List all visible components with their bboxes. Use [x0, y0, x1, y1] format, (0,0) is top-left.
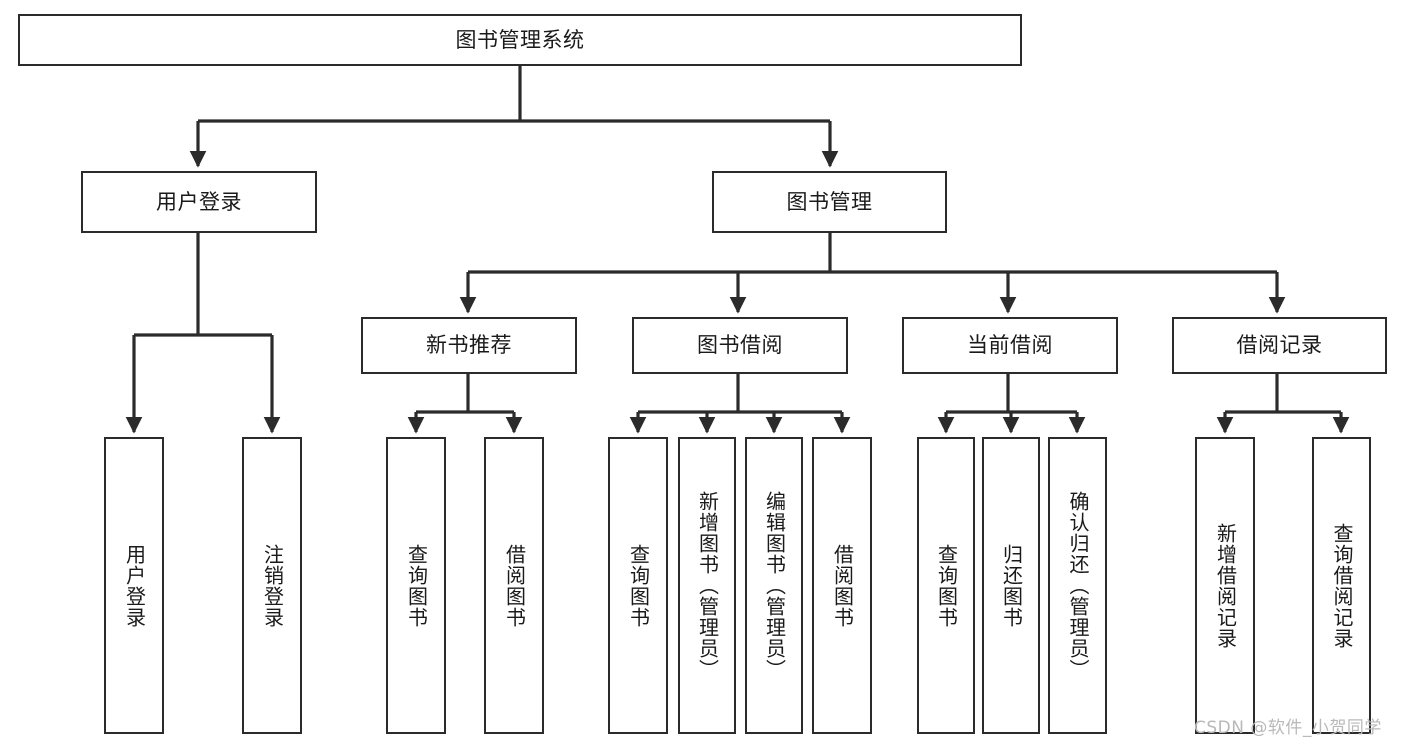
node-book-borrow[interactable]: 图书借阅 — [632, 317, 848, 374]
leaf-user-logout-label: 注销登录 — [260, 543, 285, 628]
leaf-edit-book[interactable]: 编辑图书（管理员） — [745, 437, 803, 734]
leaf-query-book-1-label: 查询图书 — [404, 543, 429, 628]
node-new-book-recommend[interactable]: 新书推荐 — [361, 317, 577, 374]
node-book-management-label: 图书管理 — [786, 189, 873, 214]
node-root-label: 图书管理系统 — [455, 27, 585, 52]
node-root[interactable]: 图书管理系统 — [18, 14, 1022, 66]
node-new-book-recommend-label: 新书推荐 — [426, 333, 512, 358]
leaf-query-book-1[interactable]: 查询图书 — [386, 437, 446, 734]
leaf-query-book-2[interactable]: 查询图书 — [608, 437, 668, 734]
node-borrow-records-label: 借阅记录 — [1236, 333, 1323, 358]
node-user-login-label: 用户登录 — [156, 189, 242, 214]
leaf-borrow-book-1-label: 借阅图书 — [502, 543, 527, 628]
leaf-user-login[interactable]: 用户登录 — [104, 437, 164, 734]
node-current-borrow[interactable]: 当前借阅 — [902, 317, 1118, 374]
node-book-borrow-label: 图书借阅 — [697, 333, 783, 358]
node-user-login[interactable]: 用户登录 — [81, 171, 317, 233]
leaf-query-book-2-label: 查询图书 — [626, 543, 651, 628]
leaf-user-logout[interactable]: 注销登录 — [242, 437, 302, 734]
node-borrow-records[interactable]: 借阅记录 — [1172, 317, 1387, 374]
leaf-confirm-return[interactable]: 确认归还（管理员） — [1048, 437, 1107, 734]
leaf-add-record[interactable]: 新增借阅记录 — [1195, 437, 1255, 734]
leaf-query-record[interactable]: 查询借阅记录 — [1312, 437, 1371, 734]
leaf-borrow-book-2-label: 借阅图书 — [830, 543, 855, 628]
leaf-add-record-label: 新增借阅记录 — [1213, 522, 1238, 649]
leaf-user-login-label: 用户登录 — [122, 543, 147, 628]
leaf-borrow-book-1[interactable]: 借阅图书 — [484, 437, 544, 734]
leaf-query-book-3[interactable]: 查询图书 — [917, 437, 975, 734]
leaf-add-book-label: 新增图书（管理员） — [695, 491, 720, 680]
leaf-return-book[interactable]: 归还图书 — [982, 437, 1040, 734]
leaf-borrow-book-2[interactable]: 借阅图书 — [812, 437, 872, 734]
leaf-confirm-return-label: 确认归还（管理员） — [1066, 491, 1090, 680]
leaf-edit-book-label: 编辑图书（管理员） — [762, 491, 787, 680]
node-book-management[interactable]: 图书管理 — [712, 171, 947, 233]
node-current-borrow-label: 当前借阅 — [967, 333, 1053, 358]
leaf-query-book-3-label: 查询图书 — [934, 543, 959, 628]
leaf-return-book-label: 归还图书 — [999, 543, 1024, 628]
leaf-add-book[interactable]: 新增图书（管理员） — [678, 437, 736, 734]
csdn-watermark: CSDN @软件_小贺同学 — [1194, 718, 1382, 738]
leaf-query-record-label: 查询借阅记录 — [1330, 522, 1354, 649]
